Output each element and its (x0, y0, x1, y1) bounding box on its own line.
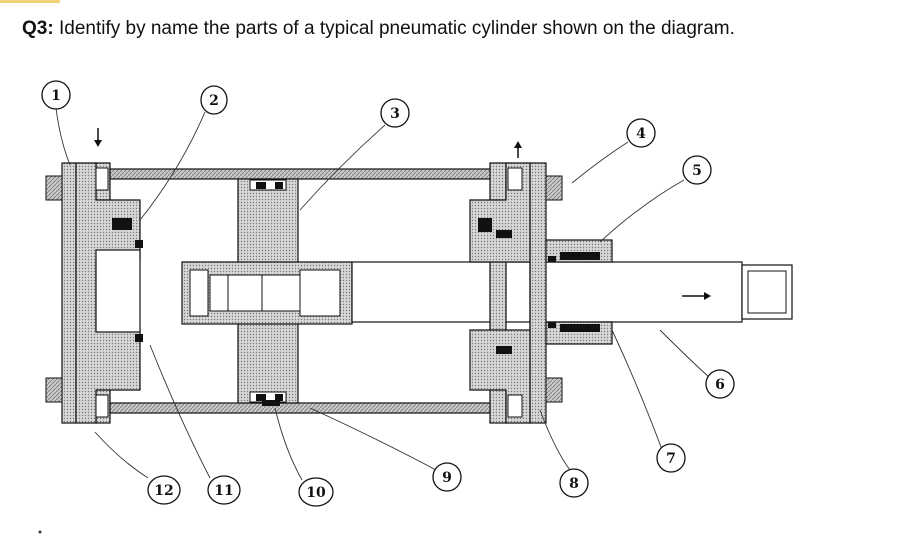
callout-12: 12 (147, 475, 181, 505)
svg-text:11: 11 (214, 483, 233, 499)
svg-text:4: 4 (636, 126, 646, 142)
callout-8: 8 (559, 468, 589, 498)
rod-bushing (545, 239, 613, 345)
port-out-up-arrow (514, 141, 522, 158)
leader-lines (55, 107, 711, 481)
callout-11: 11 (207, 475, 241, 505)
svg-text:9: 9 (442, 470, 452, 486)
callout-5: 5 (682, 155, 712, 185)
svg-text:3: 3 (390, 106, 400, 122)
question-number: Q3: (22, 18, 54, 39)
callout-6: 6 (705, 369, 735, 399)
question-heading: Q3: Identify by name the parts of a typi… (22, 18, 735, 40)
svg-text:8: 8 (569, 476, 579, 492)
piston-rod (351, 261, 793, 323)
top-accent-bar (0, 0, 60, 3)
callout-2: 2 (200, 85, 228, 115)
svg-text:1: 1 (51, 88, 61, 104)
port-in-down-arrow (94, 128, 102, 147)
callout-4: 4 (626, 118, 656, 148)
front-end-cap (469, 162, 563, 424)
rear-end-cap (45, 162, 143, 424)
callout-9: 9 (432, 462, 462, 492)
svg-text:5: 5 (692, 163, 702, 179)
question-text: Identify by name the parts of a typical … (58, 18, 735, 39)
callout-3: 3 (380, 98, 410, 128)
stray-dot (38, 530, 42, 534)
piston (181, 178, 353, 406)
svg-text:10: 10 (306, 485, 326, 501)
rod-direction-arrow (682, 292, 711, 300)
callout-7: 7 (656, 443, 686, 473)
svg-text:6: 6 (715, 377, 725, 393)
callout-10: 10 (298, 477, 334, 507)
svg-text:12: 12 (154, 483, 173, 499)
svg-text:7: 7 (666, 451, 676, 467)
svg-text:2: 2 (209, 93, 219, 109)
callout-1: 1 (41, 80, 71, 110)
